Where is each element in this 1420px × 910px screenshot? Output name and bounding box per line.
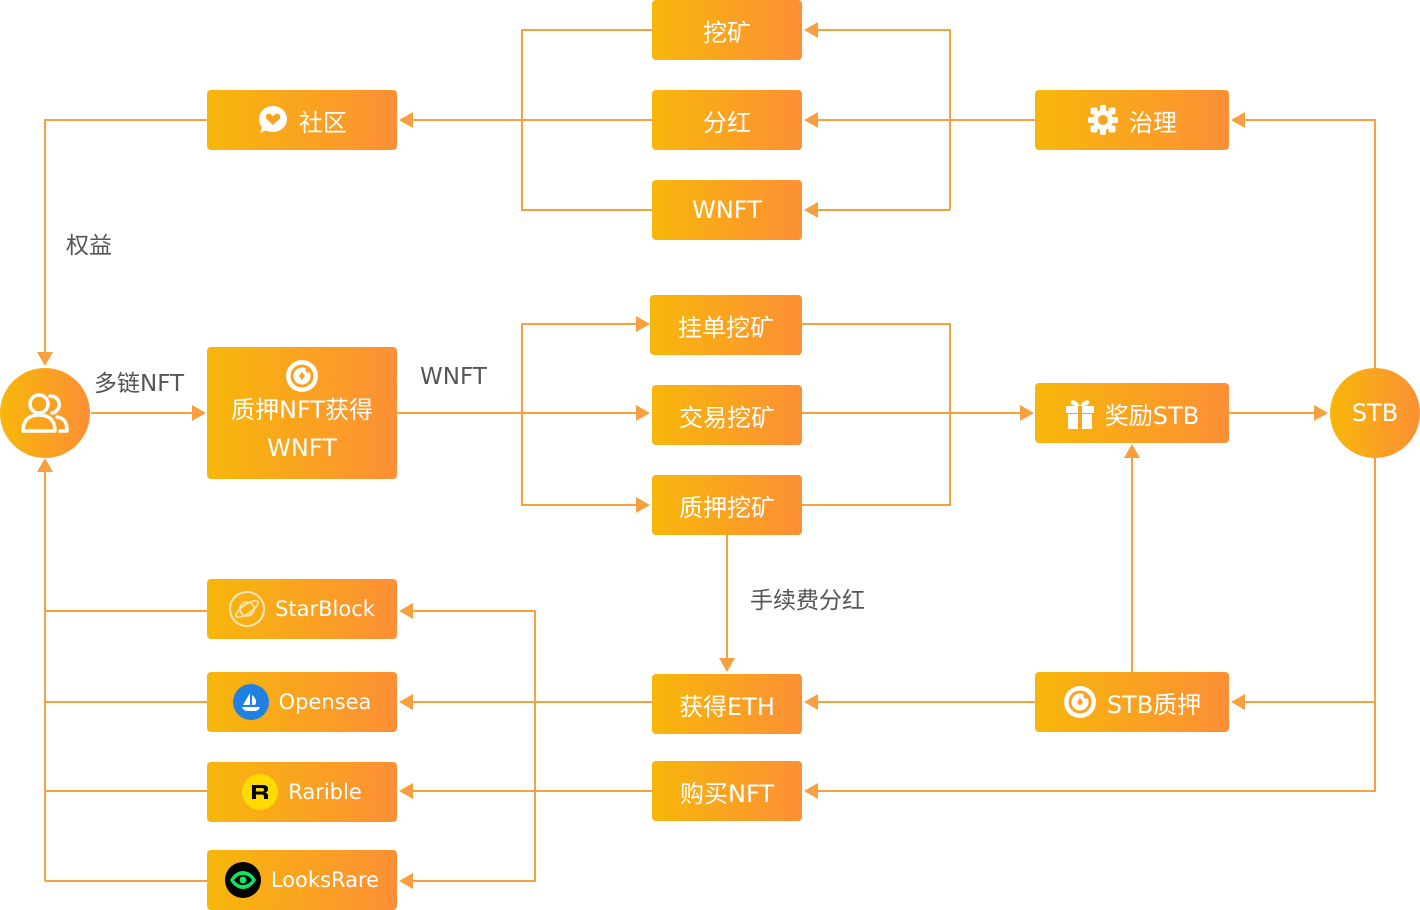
users-icon: [20, 391, 70, 435]
mining-label: 挖矿: [703, 18, 751, 47]
arrow-up-to-reward: [1124, 444, 1140, 458]
planet-icon: [229, 591, 266, 627]
arrow-to-trading: [636, 405, 650, 421]
stake-nft-label-line2: WNFT: [267, 434, 337, 462]
community-label: 社区: [299, 108, 347, 137]
buy-nft-label: 购买NFT: [680, 779, 774, 808]
arrow-to-wnft-top: [804, 202, 818, 218]
fee-dividend-edge-label: 手续费分红: [750, 588, 865, 614]
trading-mining-node[interactable]: 交易挖矿: [652, 385, 802, 445]
arrow-to-community: [399, 112, 413, 128]
arrow-to-rarible: [399, 783, 413, 799]
arrow-to-starblock: [399, 603, 413, 619]
opensea-boat-icon: [232, 684, 269, 720]
mining-node[interactable]: 挖矿: [652, 0, 802, 60]
arrow-to-eth: [804, 694, 818, 710]
gear-icon: [1087, 104, 1119, 136]
arrow-to-governance: [1231, 112, 1245, 128]
get-eth-label: 获得ETH: [679, 692, 775, 721]
stake-nft-node[interactable]: 质押NFT获得 WNFT: [207, 347, 397, 479]
coin-icon: [285, 359, 319, 393]
chat-heart-icon: [257, 104, 289, 136]
starblock-node[interactable]: StarBlock: [207, 579, 397, 639]
staking-mining-node[interactable]: 质押挖矿: [652, 475, 802, 535]
dividend-node[interactable]: 分红: [652, 90, 802, 150]
listing-mining-node[interactable]: 挂单挖矿: [650, 295, 802, 355]
stake-nft-label-line1: 质押NFT获得: [231, 396, 373, 424]
arrow-to-opensea: [399, 694, 413, 710]
arrow-down-to-users: [37, 352, 53, 366]
stb-down-line: [817, 458, 1376, 792]
stb-stake-label: STB质押: [1106, 690, 1202, 719]
trading-mining-label: 交易挖矿: [679, 403, 775, 432]
rarible-node[interactable]: Rarible: [207, 762, 397, 822]
listing-mining-label: 挂单挖矿: [678, 313, 774, 342]
wnft-top-label: WNFT: [692, 196, 762, 224]
governance-label: 治理: [1129, 108, 1177, 137]
top-right-bracket: [817, 29, 951, 120]
stb-to-governance-line: [1243, 119, 1376, 368]
wnft-top-node[interactable]: WNFT: [652, 180, 802, 240]
arrow-down-to-eth: [719, 658, 735, 672]
rarible-label: Rarible: [288, 780, 362, 804]
looksrare-node[interactable]: LooksRare: [207, 850, 397, 910]
community-node[interactable]: 社区: [207, 90, 397, 150]
buy-nft-node[interactable]: 购买NFT: [652, 761, 802, 821]
arrow-up-to-users: [37, 458, 53, 472]
stb-label: STB: [1351, 399, 1399, 427]
arrow-to-staking: [636, 497, 650, 513]
governance-node[interactable]: 治理: [1035, 90, 1229, 150]
opensea-node[interactable]: Opensea: [207, 672, 397, 732]
staking-mining-label: 质押挖矿: [679, 493, 775, 522]
rights-edge-label: 权益: [66, 233, 112, 259]
rarible-r-icon: [242, 774, 279, 810]
arrow-to-stb: [1314, 405, 1328, 421]
rights-line: [44, 119, 207, 355]
starblock-label: StarBlock: [275, 597, 375, 621]
gift-icon: [1065, 397, 1095, 429]
market-right-bracket: [410, 610, 536, 882]
arrow-to-stb-stake: [1231, 694, 1245, 710]
stake-split-line: [521, 323, 638, 506]
wnft-edge-label: WNFT: [420, 364, 487, 390]
stb-stake-node[interactable]: STB质押: [1035, 672, 1229, 732]
arrow-to-dividend: [804, 112, 818, 128]
arrow-to-buy-nft: [804, 783, 818, 799]
multichain-nft-edge-label: 多链NFT: [94, 371, 185, 397]
reward-stb-node[interactable]: 奖励STB: [1035, 383, 1229, 443]
reward-stb-label: 奖励STB: [1104, 401, 1200, 430]
arrow-to-listing: [636, 316, 650, 332]
arrow-to-mining: [804, 22, 818, 38]
arrow-to-stake-nft: [192, 405, 206, 421]
stb-node[interactable]: STB: [1330, 368, 1420, 458]
looksrare-label: LooksRare: [270, 868, 380, 892]
arrow-to-looksrare: [399, 873, 413, 889]
users-node[interactable]: [0, 368, 90, 458]
dividend-label: 分红: [703, 108, 751, 137]
get-eth-node[interactable]: 获得ETH: [652, 674, 802, 734]
arrow-to-reward: [1020, 405, 1034, 421]
coin-icon: [1063, 685, 1097, 719]
mining-merge-line: [802, 323, 951, 506]
looksrare-eye-icon: [224, 862, 261, 898]
opensea-label: Opensea: [278, 690, 372, 714]
